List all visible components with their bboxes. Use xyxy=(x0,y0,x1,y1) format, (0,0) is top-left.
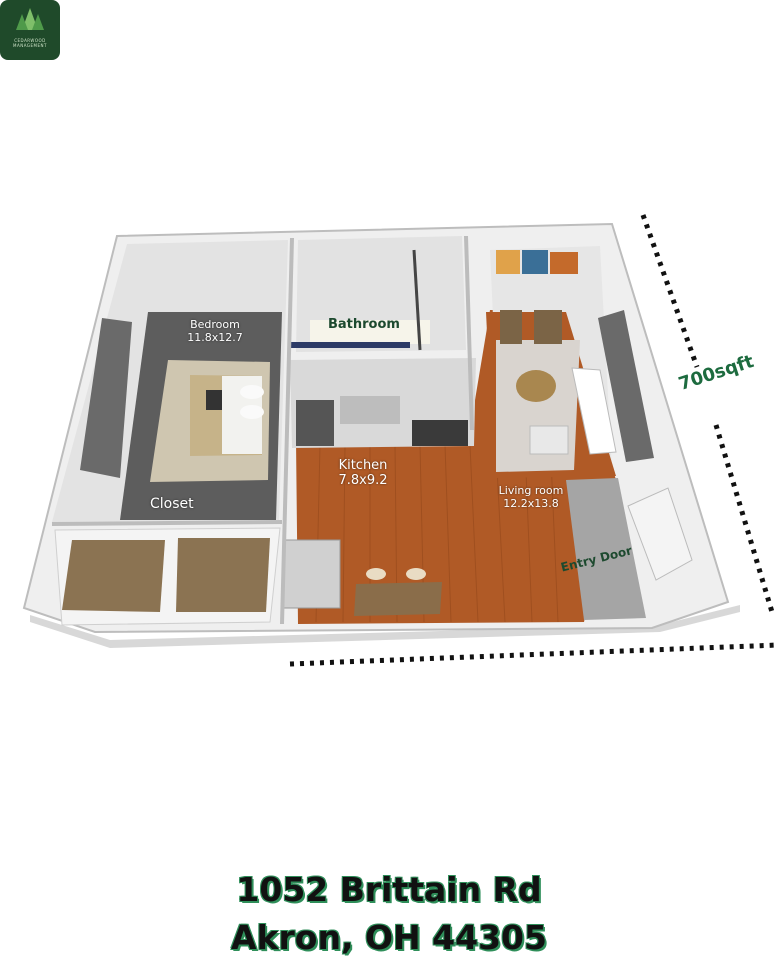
bedroom-name: Bedroom xyxy=(190,318,240,331)
dimension-line-right-top xyxy=(640,214,700,368)
closet-label: Closet xyxy=(150,496,194,512)
dimension-line-right-bottom xyxy=(713,424,775,613)
address-line2: Akron, OH 44305 xyxy=(231,918,547,957)
bedroom-label: Bedroom 11.8x12.7 xyxy=(180,318,250,344)
tree-icon xyxy=(16,8,44,30)
living-room-name: Living room xyxy=(498,484,564,497)
address-line1: 1052 Brittain Rd xyxy=(236,870,542,909)
kitchen-size: 7.8x9.2 xyxy=(338,473,388,488)
bathroom-label: Bathroom xyxy=(328,317,400,332)
company-logo: CEDARWOOD MANAGEMENT xyxy=(0,0,60,60)
kitchen-label: Kitchen 7.8x9.2 xyxy=(328,458,398,488)
living-room-label: Living room 12.2x13.8 xyxy=(494,484,568,510)
living-room-size: 12.2x13.8 xyxy=(503,497,559,510)
bedroom-size: 11.8x12.7 xyxy=(187,331,243,344)
dimension-line-bottom xyxy=(289,642,778,667)
logo-line1: CEDARWOOD xyxy=(14,38,46,43)
logo-line2: MANAGEMENT xyxy=(13,43,47,48)
kitchen-name: Kitchen xyxy=(338,458,388,473)
